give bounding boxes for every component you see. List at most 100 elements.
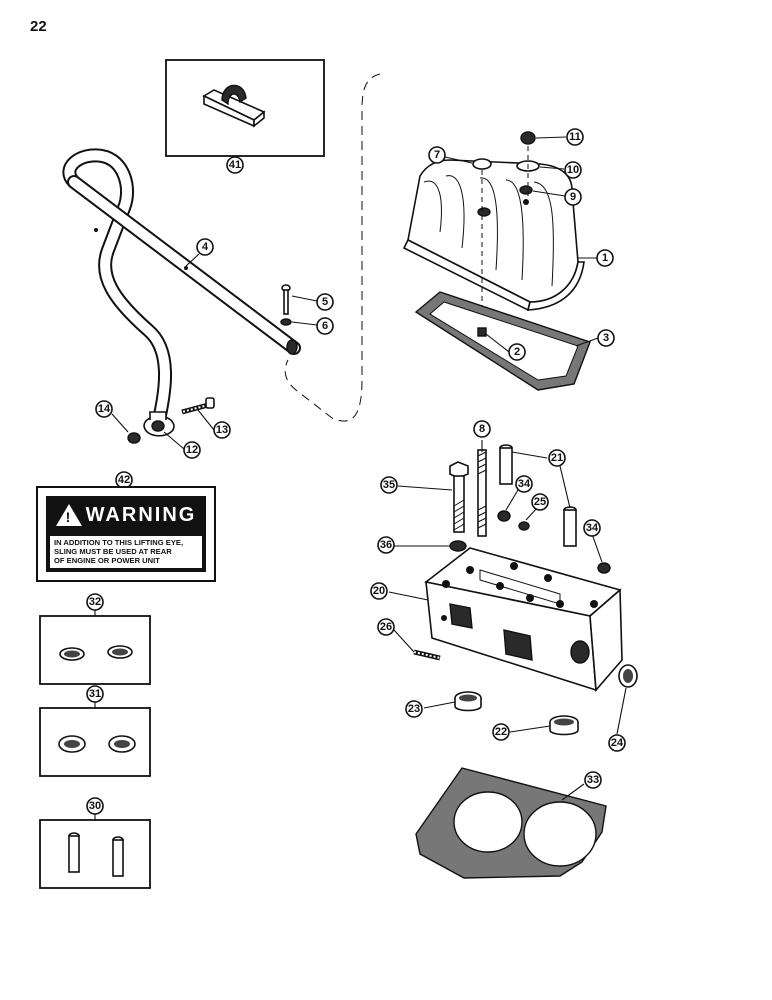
callout-23: 23 [405,700,423,718]
callout-31: 31 [86,685,104,703]
callout-12: 12 [183,441,201,459]
callout-21: 21 [548,449,566,467]
callout-26: 26 [377,618,395,636]
svg-text:9: 9 [570,191,576,203]
box-30 [39,819,151,889]
warning-title: WARNING [85,503,197,526]
callout-24: 24 [608,734,626,752]
warning-body: IN ADDITION TO THIS LIFTING EYE, SLING M… [50,536,202,568]
svg-text:7: 7 [434,149,440,161]
washer-7-icon [472,158,492,170]
callout-41: 41 [226,156,244,174]
svg-text:36: 36 [380,539,392,551]
seal-24-icon [618,664,638,688]
box-31 [39,707,151,777]
clamp-icon [143,411,175,437]
valve-guide-21-icon [499,444,577,547]
warning-triangle-icon: ! [55,504,82,526]
grommet-2-icon [477,327,487,337]
svg-text:31: 31 [89,688,101,700]
cylinder-head-icon [424,547,623,692]
cap-screw-35-icon [449,461,469,533]
plug-34a-icon [497,510,511,522]
callout-20: 20 [370,582,388,600]
callout-34a: 34 [515,475,533,493]
svg-text:12: 12 [186,444,198,456]
callout-3: 3 [597,329,615,347]
svg-text:13: 13 [216,424,228,436]
svg-text:42: 42 [118,474,130,486]
stud-8-icon [477,449,487,537]
callout-32: 32 [86,593,104,611]
svg-text:41: 41 [229,159,241,171]
nut-14-icon [127,432,141,444]
svg-text:1: 1 [602,252,608,264]
callout-30: 30 [86,797,104,815]
callout-7: 7 [428,146,446,164]
svg-text:3: 3 [603,332,609,344]
svg-text:35: 35 [383,479,395,491]
svg-text:24: 24 [611,737,624,749]
svg-text:22: 22 [495,726,507,738]
callout-5: 5 [316,293,334,311]
washer-6-icon [280,318,292,326]
leader-lines [94,136,627,820]
callout-13: 13 [213,421,231,439]
dashed-guide-line [284,73,381,422]
seat-insert-icon [58,735,136,753]
cover-clip-icon [202,84,266,128]
valve-guide-icon [68,832,124,877]
svg-text:23: 23 [408,703,420,715]
warning-line-2: SLING MUST BE USED AT REAR [54,547,172,556]
callout-22: 22 [492,723,510,741]
svg-text:6: 6 [322,320,328,332]
callout-25: 25 [531,493,549,511]
svg-text:14: 14 [98,403,111,415]
svg-text:30: 30 [89,800,101,812]
callout-33: 33 [584,771,602,789]
svg-text:5: 5 [322,296,328,308]
svg-text:8: 8 [479,423,485,435]
warning-header: ! WARNING [46,498,206,532]
svg-text:4: 4 [202,241,209,253]
seat-insert-icon [59,645,133,661]
svg-text:21: 21 [551,452,563,464]
head-gasket-icon [415,767,607,879]
callout-4: 4 [196,238,214,256]
valve-seat-insert-23-icon [454,691,482,712]
screw-13-icon [181,397,215,415]
stud-26-icon [413,649,441,661]
svg-text:33: 33 [587,774,599,786]
callout-2: 2 [508,343,526,361]
svg-text:10: 10 [567,164,579,176]
warning-line-1: IN ADDITION TO THIS LIFTING EYE, [54,538,184,547]
plug-25-icon [518,521,530,531]
warning-line-3: OF ENGINE OR POWER UNIT [54,556,160,565]
svg-text:34: 34 [518,478,531,490]
lifting-eye-icon [62,148,301,431]
callout-8: 8 [473,420,491,438]
page-number: 22 [30,18,47,35]
callout-11: 11 [566,128,584,146]
clip-detail-box [165,59,325,157]
callout-10: 10 [564,161,582,179]
warning-decal-inner: ! WARNING IN ADDITION TO THIS LIFTING EY… [46,496,206,572]
washer-36-icon [449,540,467,552]
warning-decal: ! WARNING IN ADDITION TO THIS LIFTING EY… [36,486,216,582]
cover-gasket-icon [414,291,591,391]
callout-14: 14 [95,400,113,418]
bolt-5-icon [281,284,291,315]
seal-9-icon [519,185,533,195]
callout-42: 42 [115,471,133,489]
svg-text:32: 32 [89,596,101,608]
plug-34b-icon [597,562,611,574]
box-32 [39,615,151,685]
svg-text:34: 34 [586,522,599,534]
svg-text:20: 20 [373,585,385,597]
callout-36: 36 [377,536,395,554]
callout-35: 35 [380,476,398,494]
svg-text:2: 2 [514,346,520,358]
callout-1: 1 [596,249,614,267]
svg-text:26: 26 [380,621,392,633]
